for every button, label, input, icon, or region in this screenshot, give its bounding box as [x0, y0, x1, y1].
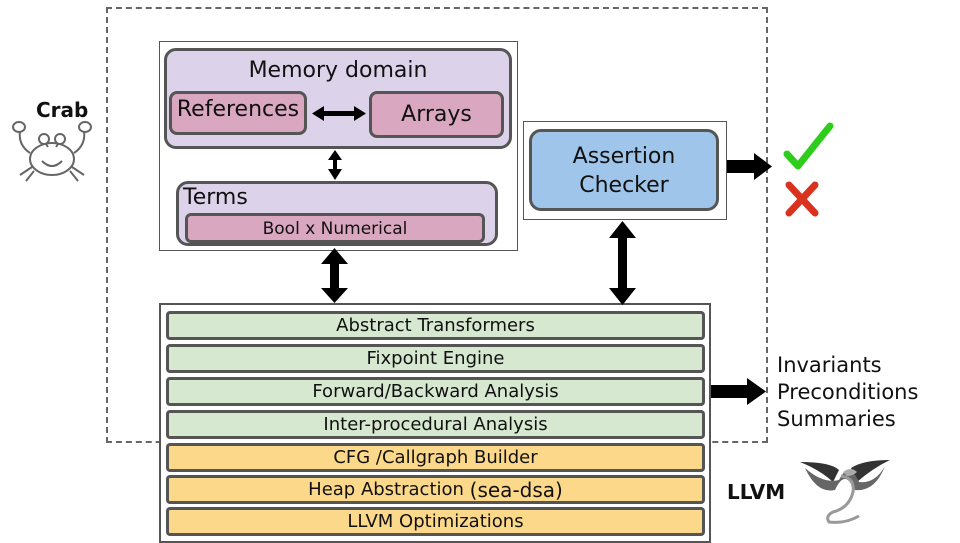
layer-abstract-transformers: Abstract Transformers [166, 311, 705, 340]
memory-domain-title: Memory domain [248, 58, 428, 83]
check-icon [783, 122, 834, 170]
layer-cfg-callgraph-builder: CFG /Callgraph Builder [166, 443, 705, 472]
terms-label: Terms [183, 185, 248, 210]
layer-inter-procedural-analysis: Inter-procedural Analysis [166, 410, 705, 439]
outputs-list: Invariants Preconditions Summaries [777, 352, 918, 433]
assertion-checker-box [529, 129, 719, 211]
llvm-dragon-icon [800, 460, 890, 524]
layer-llvm-optimizations: LLVM Optimizations [166, 507, 705, 536]
arrays-box [369, 91, 504, 138]
llvm-label: LLVM [727, 480, 786, 504]
references-label: References [176, 97, 300, 122]
crab-label: Crab [36, 98, 89, 122]
cross-icon [785, 181, 819, 217]
heap-abstraction-label: Heap Abstraction [308, 479, 470, 500]
output-summaries: Summaries [777, 407, 896, 431]
assertion-checker-label: Assertion Checker [572, 144, 676, 198]
bool-numerical-label: Bool x Numerical [262, 219, 408, 239]
output-invariants: Invariants [777, 353, 882, 377]
layer-forward-backward-analysis: Forward/Backward Analysis [166, 377, 705, 406]
layer-fixpoint-engine: Fixpoint Engine [166, 344, 705, 373]
references-box [169, 91, 307, 135]
sea-dsa-label: (sea-dsa) [469, 477, 563, 502]
layer-heap-abstraction: Heap Abstraction (sea-dsa) [166, 475, 705, 504]
bool-numerical-box [185, 213, 485, 243]
output-preconditions: Preconditions [777, 380, 919, 404]
arrays-label: Arrays [401, 102, 472, 127]
